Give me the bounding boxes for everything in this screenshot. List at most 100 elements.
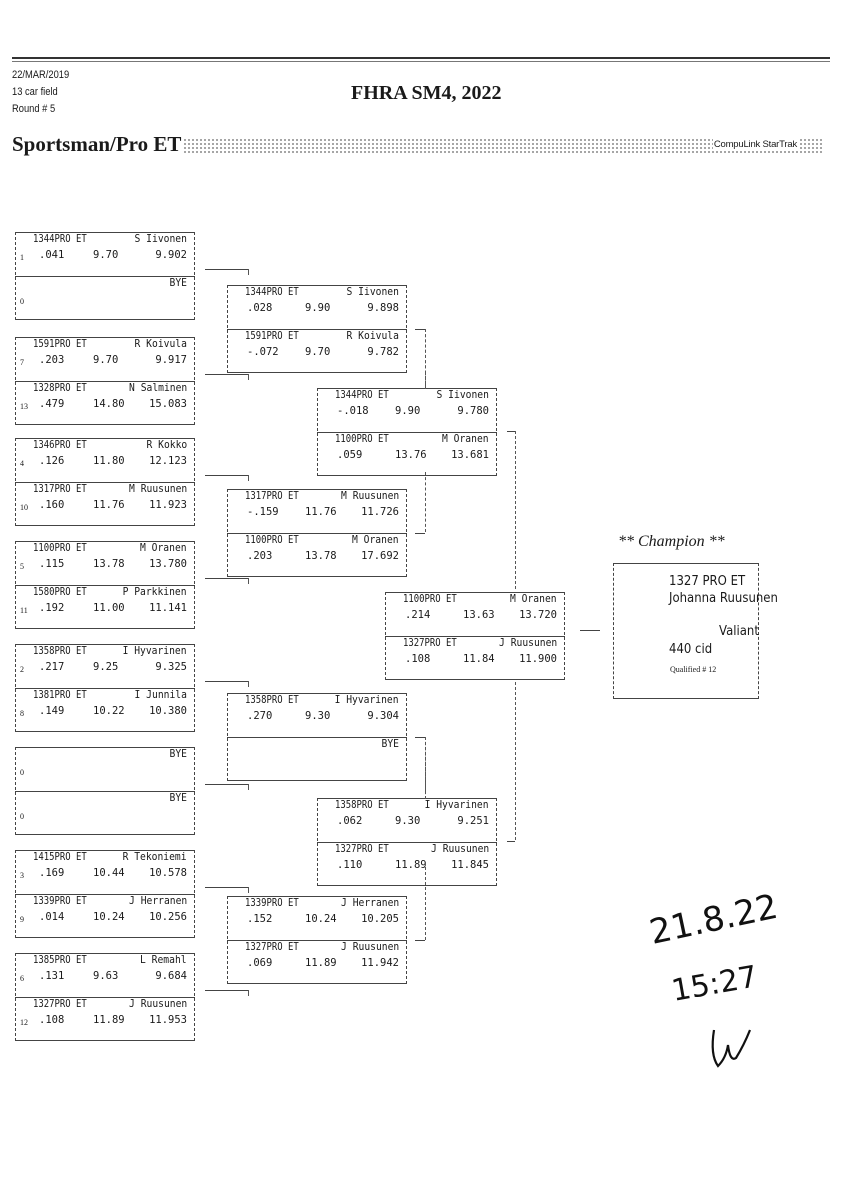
car-class: 1100PRO ET <box>33 542 87 554</box>
class-title: Sportsman/Pro ET <box>12 132 184 157</box>
champion-driver: Johanna Ruusunen <box>669 591 778 606</box>
reaction-time: .203 <box>247 550 273 562</box>
car-class: 1358PRO ET <box>33 645 87 657</box>
matchup-divider <box>317 432 497 433</box>
dial-in: 10.24 <box>93 911 125 923</box>
elapsed-time: 9.304 <box>367 710 399 722</box>
reaction-time: .062 <box>337 815 363 827</box>
dial-in: 9.90 <box>305 302 331 314</box>
reaction-time: -.159 <box>247 506 279 518</box>
entry-header: 1339PRO ET J Herranen <box>233 897 399 911</box>
reaction-time: .108 <box>405 653 431 665</box>
driver-name: R Koivula <box>346 330 399 342</box>
elapsed-time: 17.692 <box>361 550 399 562</box>
reaction-time: -.072 <box>247 346 279 358</box>
driver-name: M Oranen <box>442 433 489 445</box>
champion-car: 1327 PRO ET <box>669 574 746 589</box>
reaction-time: .131 <box>39 970 65 982</box>
qualifying-seed: 12 <box>20 1018 28 1027</box>
dial-in: 9.30 <box>395 815 421 827</box>
entry-times: 0 <box>15 808 187 822</box>
reaction-time: .041 <box>39 249 65 261</box>
qualifying-seed: 7 <box>20 358 24 367</box>
matchup-divider <box>15 482 195 483</box>
matchup-divider <box>15 585 195 586</box>
driver-name: M Oranen <box>510 593 557 605</box>
reaction-time: .160 <box>39 499 65 511</box>
matchup-divider <box>15 276 195 277</box>
reaction-time: .214 <box>405 609 431 621</box>
driver-name: J Ruusunen <box>498 637 557 649</box>
driver-name: R Tekoniemi <box>123 851 187 863</box>
elapsed-time: 9.780 <box>457 405 489 417</box>
connector-line <box>205 475 248 476</box>
elapsed-time: 9.898 <box>367 302 399 314</box>
round-number: Round # 5 <box>12 103 56 115</box>
reaction-time: .270 <box>247 710 273 722</box>
car-class: 1339PRO ET <box>245 897 299 909</box>
class-banner: Sportsman/Pro ET CompuLink StarTrak <box>12 130 822 158</box>
connector-line <box>248 578 249 584</box>
dial-in: 14.80 <box>93 398 125 410</box>
dial-in: 13.78 <box>93 558 125 570</box>
car-class: 1327PRO ET <box>335 843 389 855</box>
entry-times: 0 <box>15 764 187 778</box>
car-class: 1327PRO ET <box>33 998 87 1010</box>
driver-name: S Iivonen <box>346 286 399 298</box>
connector-line <box>415 940 425 941</box>
qualifying-seed: 0 <box>20 297 24 306</box>
dial-in: 10.24 <box>305 913 337 925</box>
final-to-champion-line <box>580 630 600 631</box>
bracket-entry: BYE <box>227 737 407 781</box>
driver-name: J Herranen <box>340 897 399 909</box>
entry-times: 0 <box>15 293 187 307</box>
driver-name: P Parkkinen <box>123 586 187 598</box>
elapsed-time: 9.325 <box>155 661 187 673</box>
software-brand: CompuLink StarTrak <box>712 139 798 150</box>
handwritten-annotation: 21.8.22 15:27 <box>646 887 781 1068</box>
qualifying-seed: 8 <box>20 709 24 718</box>
car-class: 1381PRO ET <box>33 689 87 701</box>
reaction-time: .059 <box>337 449 363 461</box>
reaction-time: -.018 <box>337 405 369 417</box>
dial-in: 11.76 <box>305 506 337 518</box>
dial-in: 13.63 <box>463 609 495 621</box>
banner-dot-pattern <box>175 138 822 154</box>
driver-name: I Hyvarinen <box>335 694 399 706</box>
dial-in: 13.78 <box>305 550 337 562</box>
matchup-divider <box>227 940 407 941</box>
driver-name: J Ruusunen <box>340 941 399 953</box>
driver-name: L Remahl <box>140 954 187 966</box>
driver-name: S Iivonen <box>436 389 489 401</box>
elapsed-time: 9.684 <box>155 970 187 982</box>
driver-name: BYE <box>169 748 187 760</box>
reaction-time: .110 <box>337 859 363 871</box>
